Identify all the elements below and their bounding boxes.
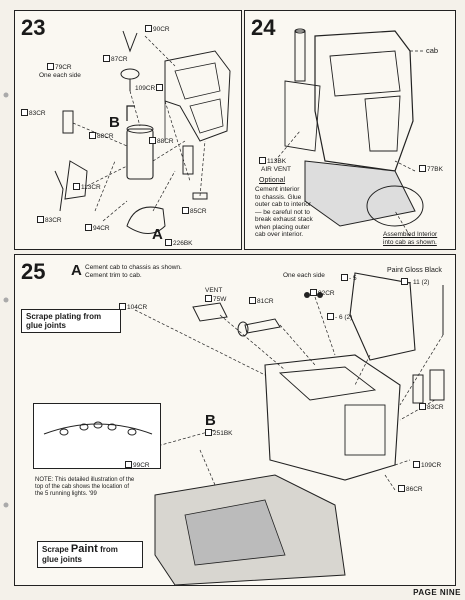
- part-226bk: 226BK: [165, 239, 193, 247]
- optional-label: Optional: [259, 177, 286, 184]
- assembled-caption: Assembled Interior into cab as shown.: [383, 231, 438, 246]
- part-99cr: 99CR: [125, 461, 150, 469]
- scrape-paint-note: Scrape Paint from glue joints: [37, 541, 143, 568]
- label-b-25: B: [205, 412, 216, 429]
- scrape-plating-note: Scrape plating from glue joints: [21, 309, 121, 333]
- label-a: A: [152, 226, 163, 243]
- step-24-instructions: Cement interior to chassis. Glue outer c…: [255, 186, 313, 238]
- part-113bk: 113BK: [259, 157, 286, 165]
- part-88cr-b: 88CR: [149, 137, 174, 145]
- part-113cr: 113CR: [73, 183, 101, 191]
- cab-label: cab: [426, 46, 439, 55]
- label-a-25: A: [71, 262, 82, 279]
- part-82cr: 82CR: [310, 289, 335, 297]
- part-104cr: 104CR: [119, 303, 147, 311]
- step-24-panel: 24 cab 113BK AIR VENT Optional Cement in…: [244, 10, 456, 250]
- part-79cr: 79CR: [47, 63, 72, 71]
- part-6: - 6 (2): [327, 313, 352, 321]
- part-77bk: 77BK: [419, 165, 443, 173]
- part-94cr: 94CR: [85, 224, 110, 232]
- part-11: - 11 (2): [401, 278, 429, 286]
- part-109cr-25: 109CR: [413, 461, 441, 469]
- step-25-panel: 25 A Cement cab to chassis as shown. Cem…: [14, 254, 456, 586]
- part-81cr: 81CR: [249, 297, 274, 305]
- part-90cr: 90CR: [145, 25, 170, 33]
- part-5: - 5: [341, 274, 357, 282]
- step-25-number: 25: [21, 259, 46, 284]
- label-b: B: [109, 114, 120, 131]
- step-24-number: 24: [251, 15, 276, 40]
- cement-instructions: Cement cab to chassis as shown. Cement t…: [85, 264, 182, 279]
- part-86cr: 86CR: [398, 485, 423, 493]
- page-number: PAGE NINE: [413, 588, 461, 597]
- step-23-number: 23: [21, 15, 46, 40]
- part-85cr: 85CR: [182, 207, 207, 215]
- step-24-illustration: [274, 28, 425, 237]
- step-23-panel: 23: [14, 10, 242, 250]
- air-vent-label: AIR VENT: [261, 166, 291, 173]
- step-25-illustration: [124, 272, 445, 586]
- one-each-side-25: One each side: [283, 272, 325, 279]
- part-251bk: 251BK: [205, 429, 233, 437]
- paint-gloss-black: Paint Gloss Black: [387, 267, 442, 274]
- running-lights-note: NOTE: This detailed illustration of the …: [35, 477, 135, 497]
- part-75w: 75W: [205, 295, 226, 303]
- part-109cr: 109CR: [135, 84, 164, 92]
- one-each-side-label: One each side: [39, 72, 81, 79]
- part-83cr-25: 83CR: [419, 403, 444, 411]
- vent-label: VENT: [205, 287, 223, 294]
- part-83cr-left: 83CR: [21, 109, 46, 117]
- part-88cr-a: 88CR: [89, 132, 114, 140]
- part-83cr-bottom: 83CR: [37, 216, 62, 224]
- step-23-illustration: [54, 30, 231, 234]
- part-87cr: 87CR: [103, 55, 128, 63]
- running-lights-detail: [33, 403, 161, 469]
